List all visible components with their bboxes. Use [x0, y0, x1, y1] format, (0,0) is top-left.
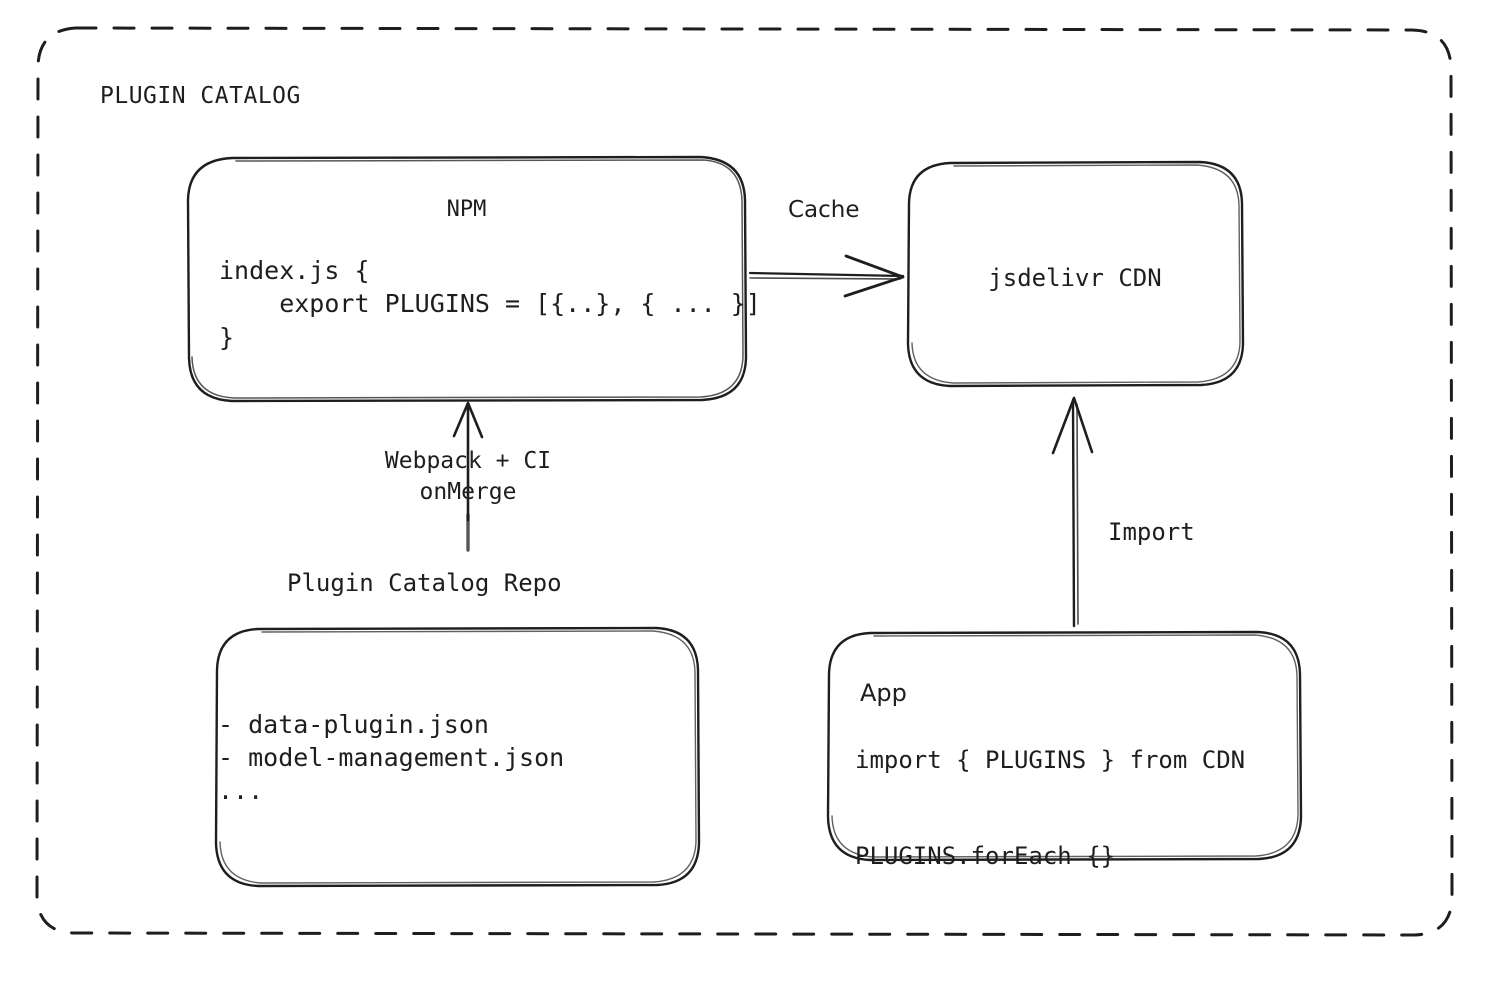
cdn-node-label: jsdelivr CDN — [988, 264, 1162, 292]
page-title: PLUGIN CATALOG — [100, 83, 301, 109]
import-edge-label: Import — [1108, 518, 1195, 546]
repo-node-caption: Plugin Catalog Repo — [287, 569, 562, 597]
import-arrow-line-2 — [1076, 403, 1079, 625]
cache-arrow-head — [843, 254, 905, 298]
app-node-code: import { PLUGINS } from CDN PLUGINS.forE… — [855, 746, 1246, 870]
build-edge-label: Webpack + CI onMerge — [384, 448, 552, 506]
import-arrow-line — [1071, 398, 1076, 628]
build-arrow-head — [452, 401, 484, 439]
cache-edge-label: Cache — [788, 197, 860, 223]
repo-node-files: - data-plugin.json - model-management.js… — [218, 710, 565, 805]
app-node-title: App — [860, 679, 907, 707]
import-arrow-head — [1051, 396, 1094, 455]
npm-node-code: index.js { export PLUGINS = [{..}, { ...… — [219, 256, 761, 352]
cache-arrow-line-2 — [749, 277, 901, 280]
cache-arrow-line — [748, 271, 905, 278]
npm-node-title: NPM — [446, 197, 487, 222]
